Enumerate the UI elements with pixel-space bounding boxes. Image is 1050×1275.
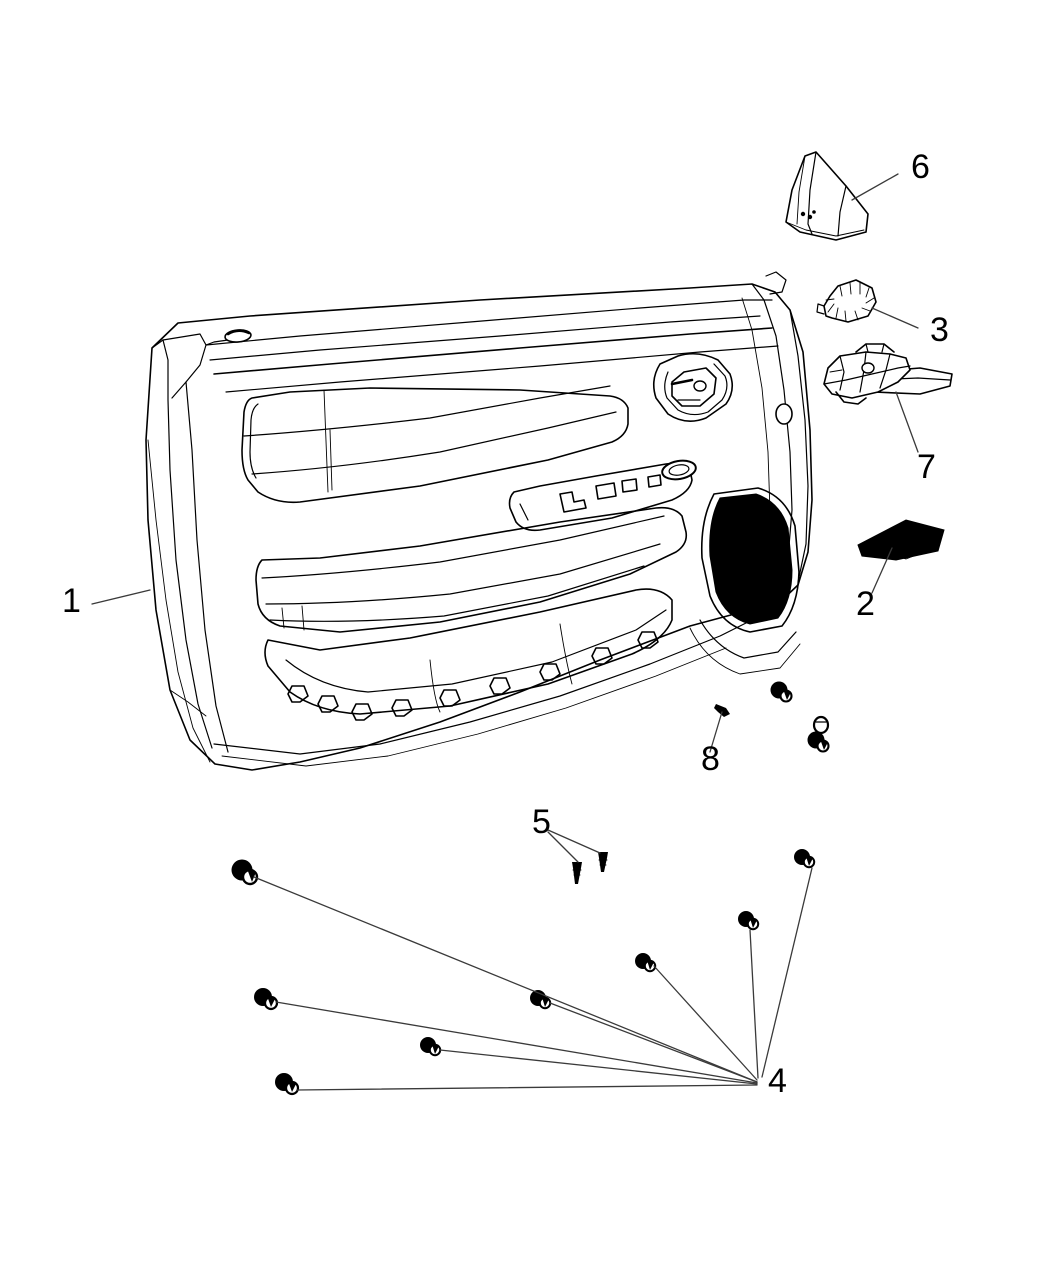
leader-5a [547,831,579,863]
leader-4g [749,929,759,1079]
leader-3 [871,307,919,329]
clip-tab-row [287,631,659,721]
callout-numbers: 1 2 3 4 5 6 7 8 [62,148,949,1100]
retainer-clip [635,953,657,973]
callout-6: 6 [911,148,930,186]
screw-group[interactable] [572,704,730,884]
retainer-clip [420,1037,442,1057]
leader-4b [275,1001,758,1084]
screw [572,862,582,884]
callout-5: 5 [532,803,551,841]
inside-door-handle[interactable] [823,343,953,405]
retainer-clip [254,988,279,1011]
leader-8 [709,711,723,753]
leader-6 [851,173,899,201]
door-trim-panel[interactable] [145,271,813,771]
mirror-hole-cover[interactable] [816,279,877,323]
leader-7 [895,391,919,453]
retainer-clip [770,681,793,703]
retainer-clip [794,849,816,869]
screw [598,852,608,872]
leader-4e [549,1002,758,1083]
retainer-clip [231,859,259,886]
retainer-clip [807,715,830,753]
callout-7: 7 [917,448,936,486]
retainer-clip [275,1073,300,1096]
leader-4a [253,876,758,1083]
leader-4d [439,1049,758,1085]
retainer-clip [530,990,552,1010]
callout-2: 2 [856,585,875,623]
leader-lines [91,173,919,1091]
screw [714,704,730,717]
leader-5b [547,829,601,854]
leader-4f [653,965,758,1081]
callout-3: 3 [930,311,949,349]
callout-8: 8 [701,740,720,778]
sail-tweeter-cover[interactable] [785,151,869,241]
callout-4: 4 [768,1062,787,1100]
leader-4c [296,1084,758,1091]
leader-2 [871,547,893,594]
speaker-grille-trim[interactable] [857,519,945,561]
retainer-clip-group[interactable] [231,681,830,1096]
leader-4h [761,867,813,1078]
leader-1 [91,589,151,605]
callout-1: 1 [62,582,81,620]
retainer-clip [738,911,760,931]
